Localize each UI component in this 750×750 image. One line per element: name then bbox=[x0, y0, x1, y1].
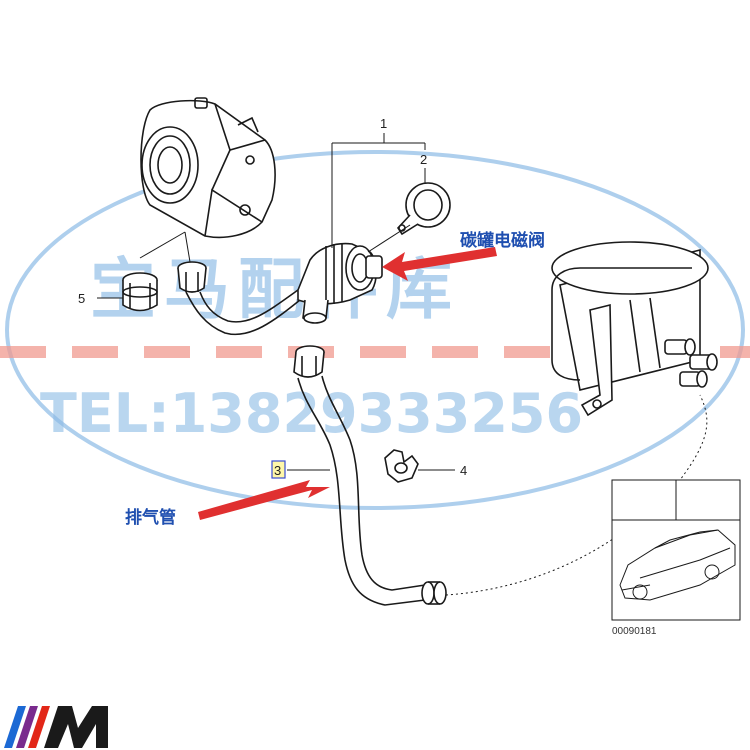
callout-4: 4 bbox=[460, 463, 467, 478]
throttle-leaders bbox=[139, 231, 191, 263]
part-4-clip bbox=[384, 449, 419, 483]
callout-1: 1 bbox=[380, 116, 387, 131]
thumbnail-diagram-number: 00090181 bbox=[612, 626, 657, 637]
callout-3: 3 bbox=[274, 463, 281, 478]
part-2-ring-clip bbox=[396, 182, 451, 236]
throttle-body bbox=[140, 97, 276, 239]
watermark-phone: TEL:13829333256 bbox=[40, 382, 583, 445]
solenoid-label: 碳罐电磁阀 bbox=[460, 230, 545, 251]
purge-solenoid-valve bbox=[297, 242, 383, 324]
callout-1-bracket bbox=[331, 133, 426, 253]
part-5-fitting bbox=[122, 272, 158, 312]
exhaust-label: 排气管 bbox=[125, 507, 176, 528]
callout-3-highlight bbox=[271, 460, 286, 479]
purge-pipe-lower bbox=[293, 345, 447, 606]
exhaust-arrow bbox=[198, 480, 330, 520]
watermark-ellipse bbox=[5, 150, 745, 510]
callout-2: 2 bbox=[420, 152, 427, 167]
vehicle-thumbnail: 00090181 bbox=[611, 479, 741, 637]
purge-hose-upper bbox=[177, 261, 301, 336]
car-sketch bbox=[619, 529, 736, 601]
m-logo bbox=[4, 706, 108, 748]
charcoal-canister bbox=[551, 241, 718, 417]
callout-5: 5 bbox=[78, 291, 85, 306]
solenoid-arrow bbox=[382, 247, 497, 281]
